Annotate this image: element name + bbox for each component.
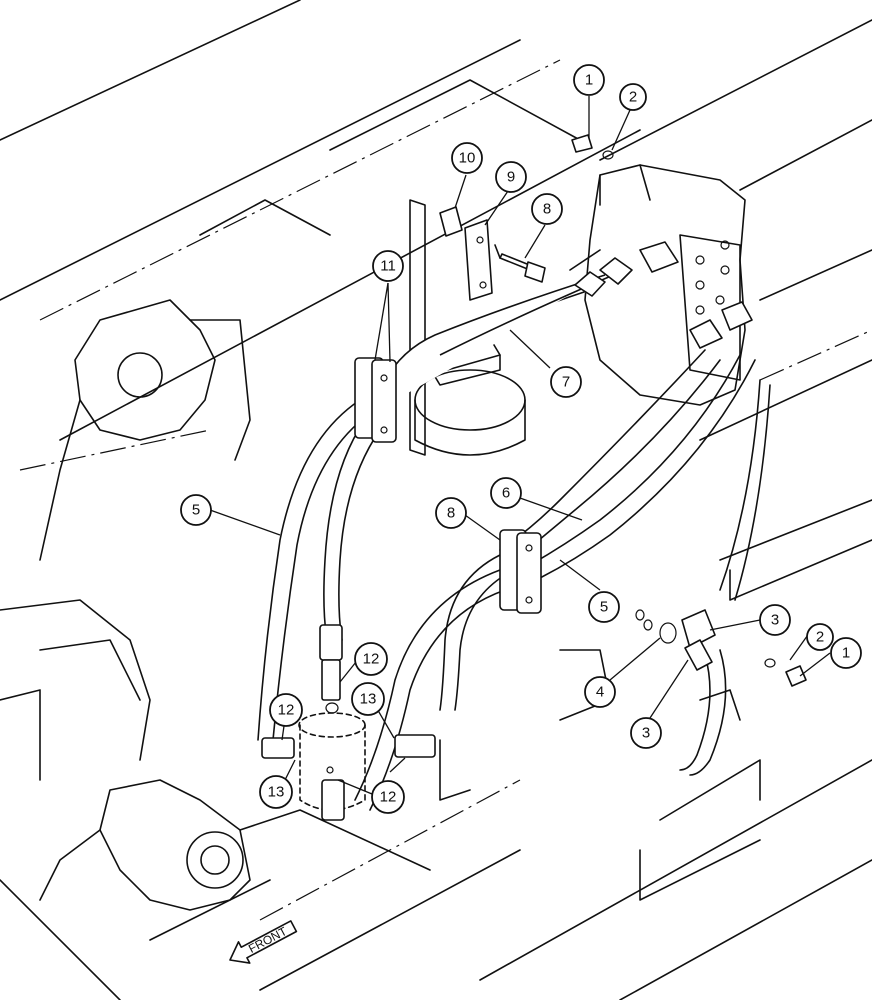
- callout-10: 10: [451, 142, 483, 174]
- callout-text: 12: [278, 702, 295, 719]
- callout-text: 13: [360, 691, 377, 708]
- clamp-11: [354, 357, 397, 443]
- callout-text: 8: [447, 505, 455, 522]
- callout-2-upper: 2: [619, 83, 647, 111]
- callout-text: 1: [585, 72, 593, 89]
- callout-12-lower: 12: [371, 780, 405, 814]
- callout-text: 6: [502, 485, 510, 502]
- callout-12-upper: 12: [354, 642, 388, 676]
- callout-8-upper: 8: [531, 193, 563, 225]
- hose-routing: [257, 269, 771, 811]
- callout-5-left: 5: [180, 494, 212, 526]
- callout-text: 2: [816, 629, 824, 646]
- lower-fittings: [261, 624, 436, 821]
- callout-8-lower: 8: [435, 497, 467, 529]
- callout-text: 10: [459, 150, 476, 167]
- callout-text: 8: [543, 201, 551, 218]
- callout-9: 9: [495, 161, 527, 193]
- callout-13-upper: 13: [351, 682, 385, 716]
- callout-text: 4: [596, 684, 604, 701]
- callout-text: 7: [562, 374, 570, 391]
- callout-12-left: 12: [269, 693, 303, 727]
- fittings-upper: [571, 134, 753, 349]
- callout-text: 9: [507, 169, 515, 186]
- callout-text: 2: [629, 89, 637, 106]
- callout-5-right: 5: [588, 591, 620, 623]
- callout-4: 4: [584, 676, 616, 708]
- bracket-parts: [439, 206, 546, 301]
- callout-6: 6: [490, 477, 522, 509]
- callout-text: 12: [363, 651, 380, 668]
- callout-3-lower: 3: [630, 717, 662, 749]
- callout-text: 12: [380, 789, 397, 806]
- callout-text: 11: [380, 258, 396, 275]
- callout-text: 13: [268, 784, 285, 801]
- front-arrow: FRONT: [229, 920, 298, 964]
- callout-text: 3: [771, 612, 779, 629]
- callouts: 1 2 10 9 8 11 7 5 6 8 5 3 2 1 4 3 12 12 …: [180, 64, 862, 814]
- callout-text: 1: [842, 645, 850, 662]
- fittings-lower-right: [635, 609, 807, 687]
- front-label: FRONT: [246, 924, 290, 956]
- callout-text: 5: [600, 599, 608, 616]
- leader-lines: [209, 96, 831, 795]
- clamp-8: [499, 529, 542, 614]
- callout-text: 3: [642, 725, 650, 742]
- callout-3-upper: 3: [759, 604, 791, 636]
- callout-7: 7: [550, 366, 582, 398]
- callout-text: 5: [192, 502, 200, 519]
- callout-2-lower: 2: [806, 623, 834, 651]
- callout-1-lower: 1: [830, 637, 862, 669]
- callout-1-upper: 1: [573, 64, 605, 96]
- callout-13-lower: 13: [259, 775, 293, 809]
- callout-11: 11: [372, 250, 404, 282]
